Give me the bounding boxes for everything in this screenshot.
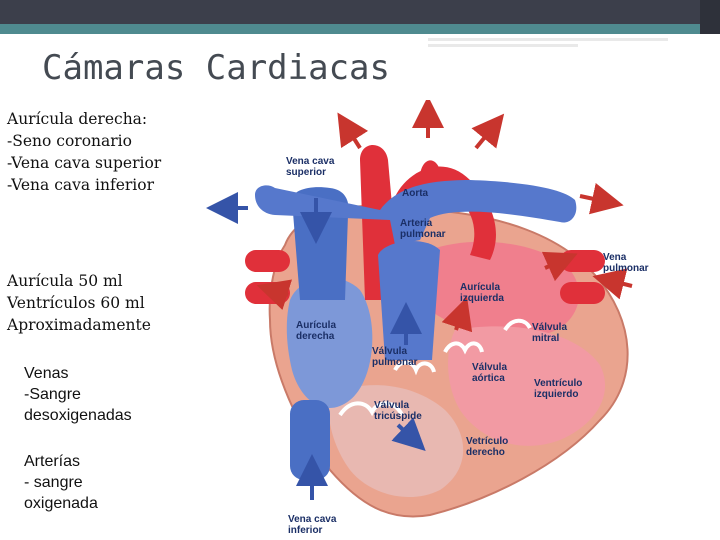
text-line: Venas: [24, 365, 69, 382]
top-bar-corner: [700, 0, 720, 34]
inferior-vena-cava: [290, 400, 330, 480]
top-bar-accent: [0, 24, 700, 34]
text-line: Arterías: [24, 453, 81, 470]
mitral-valve: [503, 318, 532, 332]
flow-arrow: [592, 268, 633, 300]
tricuspid-valve: [338, 401, 404, 417]
flow-arrow: [337, 112, 369, 150]
pulmonary-vein: [560, 282, 605, 304]
arteries-text: Arterías - sangre oxigenada: [24, 451, 98, 514]
label-aorta: Aorta: [402, 188, 429, 199]
top-bar: [0, 0, 720, 24]
text-line: - sangre: [24, 474, 83, 491]
decorative-rule: [428, 38, 668, 41]
pulmonary-trunk: [378, 240, 440, 360]
text-line: -Vena cava inferior: [7, 176, 155, 194]
flow-arrow: [579, 183, 624, 215]
veins-text: Venas -Sangre desoxigenadas: [24, 363, 132, 426]
right-atrium: [286, 277, 373, 409]
aortic-valve: [443, 341, 484, 355]
right-atrium-text: Aurícula derecha: -Seno coronario -Vena …: [7, 108, 161, 196]
text-line: Aurícula derecha:: [7, 110, 148, 128]
flow-arrow: [541, 251, 578, 282]
flow-arrow: [471, 113, 505, 150]
text-line: -Sangre: [24, 386, 81, 403]
pulmonary-valve: [393, 360, 436, 376]
pulmonary-vein: [560, 250, 605, 272]
pulmonary-vein: [245, 250, 290, 272]
text-line: -Seno coronario: [7, 132, 132, 150]
flow-arrow: [391, 417, 426, 451]
text-line: oxigenada: [24, 495, 98, 512]
text-line: Aproximadamente: [7, 316, 151, 334]
pulmonary-artery: [255, 180, 577, 245]
text-line: -Vena cava superior: [7, 154, 162, 172]
volume-text: Aurícula 50 ml Ventrículos 60 ml Aproxim…: [7, 270, 151, 336]
slide-title: Cámaras Cardiacas: [42, 48, 390, 88]
text-line: desoxigenadas: [24, 407, 132, 424]
left-ventricle: [448, 326, 606, 446]
flow-arrow: [256, 279, 293, 311]
text-line: Ventrículos 60 ml: [7, 294, 145, 312]
text-line: Aurícula 50 ml: [7, 272, 123, 290]
flow-arrow: [441, 296, 473, 333]
decorative-rule: [428, 44, 578, 47]
